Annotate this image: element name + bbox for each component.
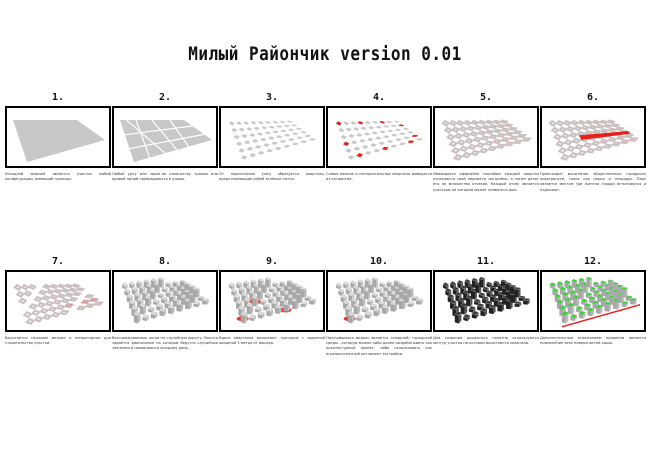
step-diagram <box>13 120 105 162</box>
step-diagram-frame <box>112 270 218 332</box>
diagonal-grid-icon <box>227 120 319 162</box>
small-blocks-removed-icon <box>334 120 426 162</box>
green-roofs-icon <box>549 276 640 328</box>
public-space-icon <box>548 119 640 162</box>
step-number: 8. <box>158 256 172 267</box>
sidewalks-icon <box>228 276 316 324</box>
step-number: 5. <box>479 92 493 103</box>
step-number: 4. <box>372 92 386 103</box>
step-diagram-frame <box>433 270 539 332</box>
step-description: Происходит вычитание общественных городс… <box>540 172 646 192</box>
step-number: 7. <box>51 256 65 267</box>
step-diagram <box>441 119 533 162</box>
step-diagram <box>549 276 640 328</box>
step-diagram <box>121 276 209 324</box>
step-number: 2. <box>158 92 172 103</box>
small-plots-removed-icon <box>13 283 105 326</box>
step-number: 12. <box>583 256 603 267</box>
step-diagram <box>227 120 319 162</box>
step-diagram-frame <box>5 270 111 332</box>
step-description: Любой урну или заказ-по количеству трамв… <box>112 172 218 182</box>
step-diagram <box>13 283 105 326</box>
step-number: 10. <box>369 256 389 267</box>
step-description: Для создания дорожного полотна использую… <box>433 336 539 346</box>
step-diagram-frame <box>326 106 432 168</box>
street-network-icon <box>120 119 212 162</box>
road-surface-icon <box>442 276 530 324</box>
step-diagram <box>548 119 640 162</box>
step-number: 1. <box>51 92 65 103</box>
step-diagram-frame <box>540 270 646 332</box>
step-diagram-frame <box>219 106 325 168</box>
reference-model-icon <box>335 276 423 324</box>
step-diagram-frame <box>219 270 325 332</box>
step-number: 3. <box>265 92 279 103</box>
step-diagram <box>120 119 212 162</box>
step-description: Получившаяся модель является «опорной» г… <box>326 336 432 356</box>
step-description: Возгораживаемые логов на случайную высот… <box>112 336 218 351</box>
step-diagram-frame <box>540 106 646 168</box>
step-number: 6. <box>586 92 600 103</box>
flat-plot-icon <box>13 120 105 162</box>
step-description: Имеющиеся оффлайне способом каждый кварт… <box>433 172 539 192</box>
step-number: 9. <box>265 256 279 267</box>
step-description: Вычитается слишком мелкие и непригодные … <box>5 336 111 346</box>
step-number: 11. <box>476 256 496 267</box>
step-diagram-frame <box>326 270 432 332</box>
page-title: Милый Райончик version 0.01 <box>188 42 462 65</box>
random-heights-icon <box>121 276 209 324</box>
step-diagram-frame <box>5 106 111 168</box>
step-description: Дополнительным отражением правилом являе… <box>540 336 646 346</box>
step-diagram <box>228 276 316 324</box>
block-perimeters-icon <box>441 119 533 162</box>
step-diagram <box>335 276 423 324</box>
step-diagram-frame <box>112 106 218 168</box>
step-diagram-frame <box>433 106 539 168</box>
step-diagram <box>334 120 426 162</box>
step-description: Самые мелкие и незначительные кварталы в… <box>326 172 432 182</box>
step-description: Исходной формой является участок любой к… <box>5 172 111 182</box>
step-description: Вдоль кварталов возникают тротуары с зад… <box>219 336 325 346</box>
step-description: От пересечения улиц образуется кварталы,… <box>219 172 325 182</box>
step-diagram <box>442 276 530 324</box>
